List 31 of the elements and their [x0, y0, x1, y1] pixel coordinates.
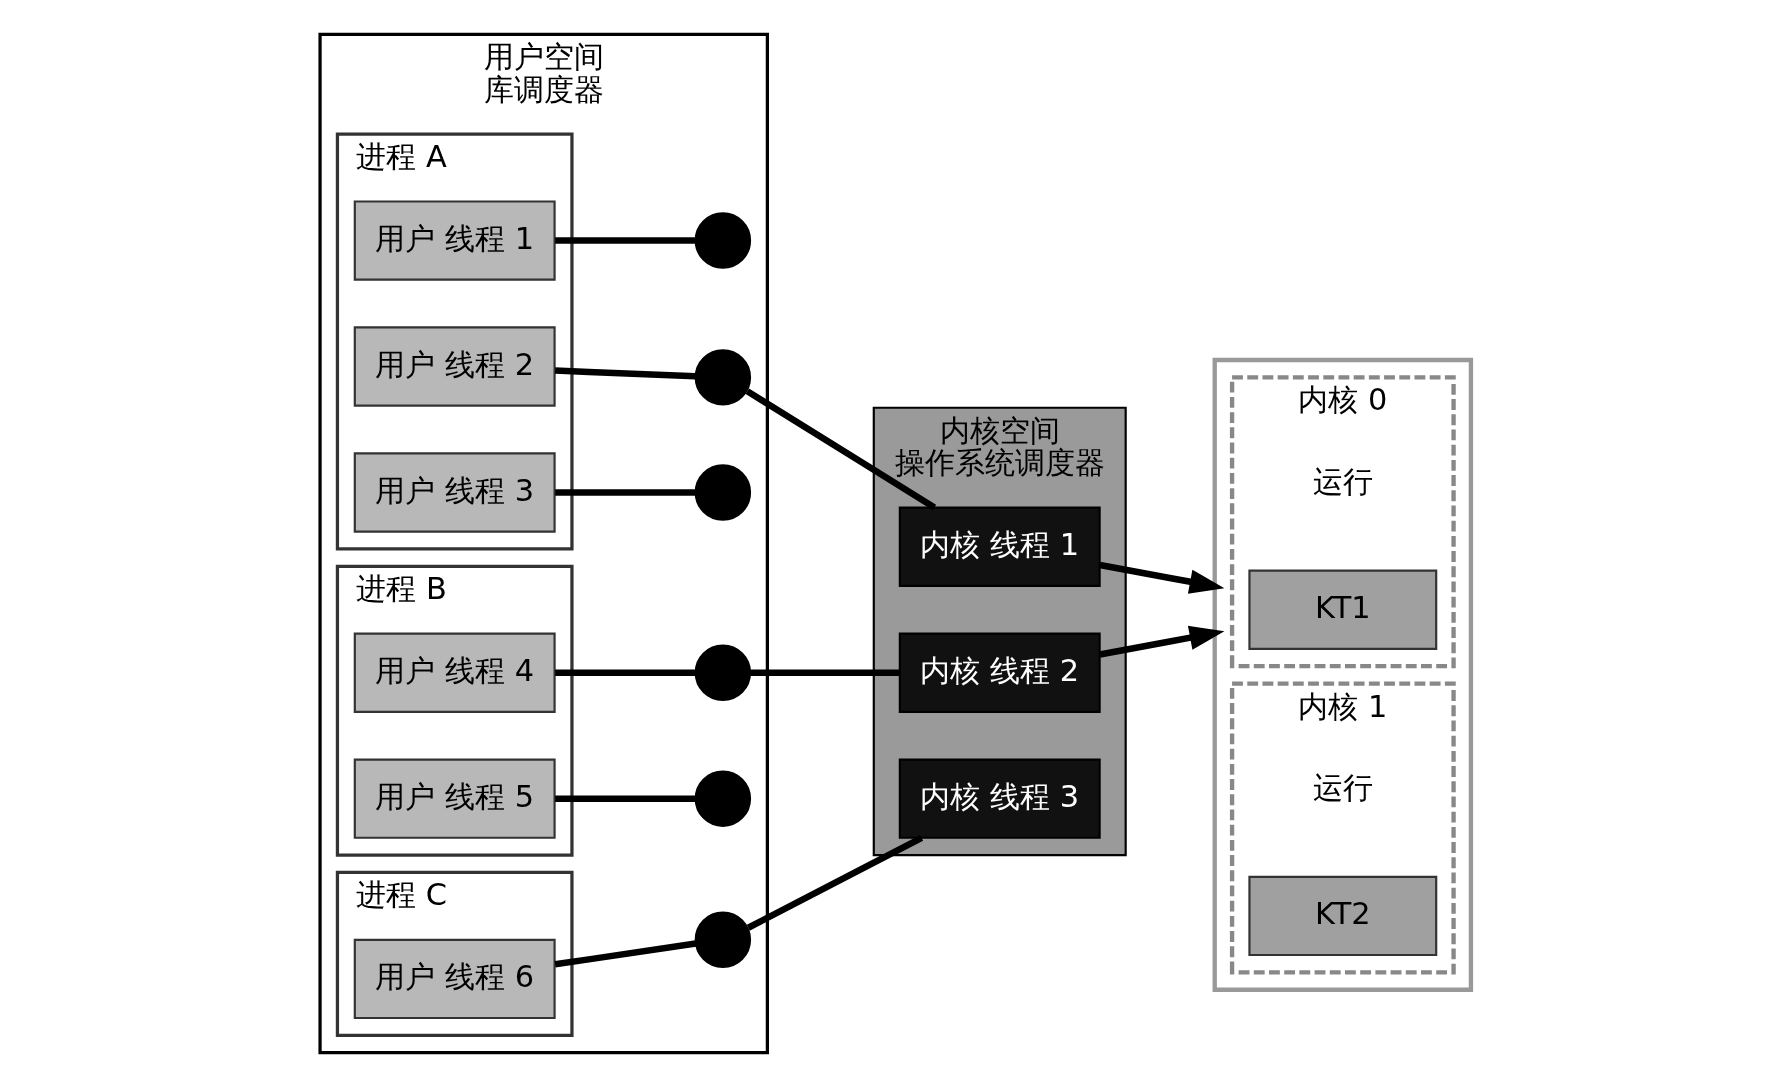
node-text: 运行 — [1312, 770, 1373, 805]
cluster — [1212, 357, 1473, 992]
connector — [745, 388, 936, 511]
arrow — [1098, 625, 1224, 658]
node-circle — [694, 644, 751, 701]
node-circle — [694, 349, 751, 406]
arrow — [1098, 561, 1224, 594]
node-box: 用户 线程 5 — [353, 758, 556, 839]
connector — [554, 795, 695, 802]
node-circle — [694, 911, 751, 969]
node-box: 用户 线程 3 — [353, 452, 556, 533]
node-circle — [694, 212, 751, 269]
node-box: 用户 线程 1 — [353, 200, 556, 281]
node-box: 用户 线程 4 — [353, 632, 556, 713]
node-box: 内核 线程 2 — [898, 632, 1101, 713]
node-box: 内核 线程 3 — [898, 758, 1101, 839]
node-circle — [694, 770, 751, 827]
node-text: 运行 — [1312, 463, 1373, 499]
node-box: 内核 线程 1 — [898, 506, 1101, 587]
connector — [746, 835, 923, 931]
node-box: 用户 线程 6 — [353, 938, 556, 1020]
connector — [554, 237, 695, 244]
node-box: 用户 线程 2 — [353, 326, 556, 407]
node-circle — [694, 464, 751, 521]
connector — [554, 489, 695, 496]
connector — [749, 669, 900, 676]
node-box: KT2 — [1247, 875, 1437, 957]
connector — [554, 669, 695, 676]
connector — [554, 367, 695, 380]
node-box: KT1 — [1247, 569, 1437, 650]
connector — [554, 940, 696, 968]
